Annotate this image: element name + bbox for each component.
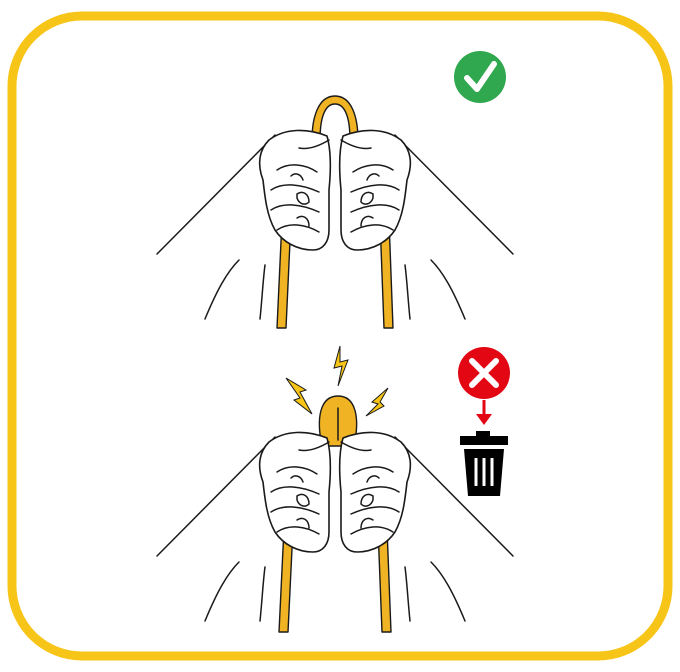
frame-border [7,11,673,661]
spark-right-icon [365,387,389,417]
hands [156,129,514,320]
cross-circle-icon [458,347,510,399]
hands [156,431,514,622]
spark-top-icon [333,345,349,387]
arrow-down-icon [476,400,492,425]
trash-bin-icon [460,431,508,496]
spark-left-icon [285,377,313,415]
incorrect-panel [156,345,514,633]
correct-panel [156,51,514,329]
check-circle-icon [454,51,506,103]
